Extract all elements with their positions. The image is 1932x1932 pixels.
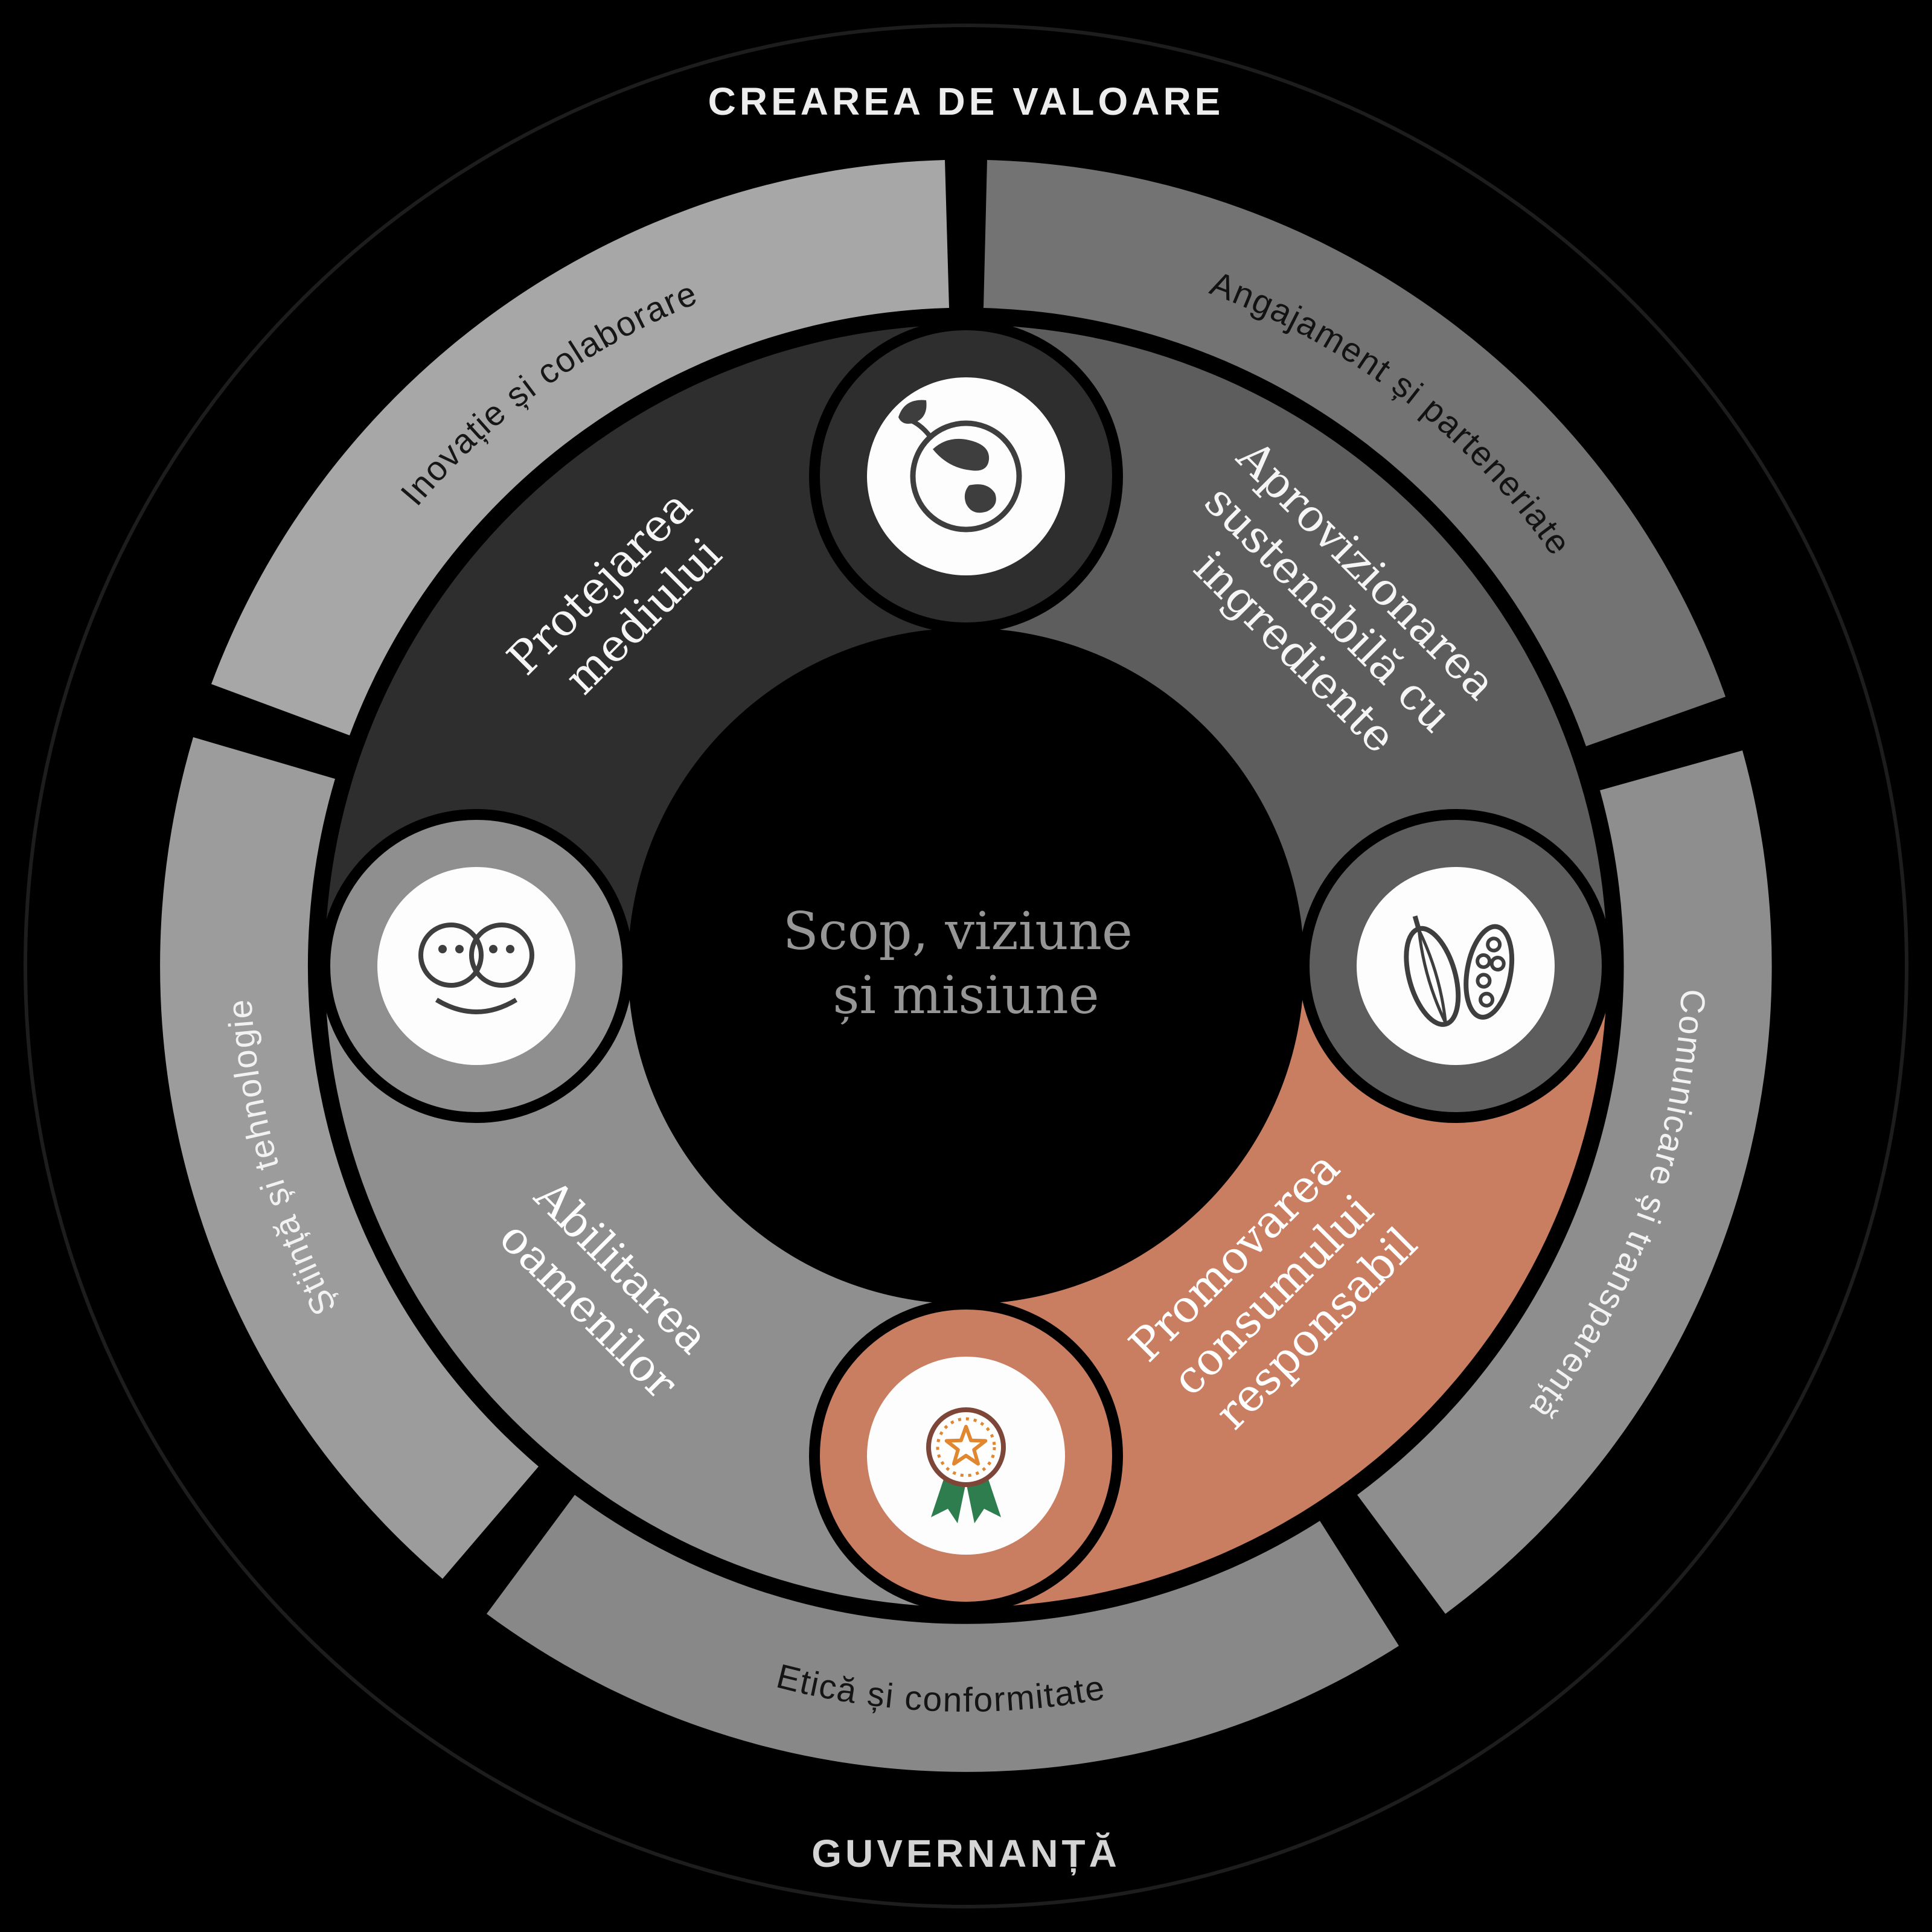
segment-abilitarea-oamenilor	[325, 966, 966, 1607]
segment-aprovizionarea-sustenabila	[966, 325, 1607, 966]
award-rosette-icon	[926, 1407, 1006, 1523]
outer-ring-bottom-title: GUVERNANȚĂ	[811, 1832, 1121, 1876]
segment-protejarea-mediului	[325, 325, 966, 966]
center-purpose-text: Scop, viziune și misiune	[783, 901, 1150, 1026]
earth-leaf-icon	[898, 400, 1022, 533]
segment-angajament-si-parteneriate	[984, 160, 1726, 746]
segment-stiinta-si-tehnologie	[160, 737, 539, 1579]
people-faces-icon	[418, 923, 534, 1014]
outer-boundary-ring	[24, 24, 1908, 1908]
segment-etica-si-conformitate	[487, 1495, 1399, 1772]
cocoa-icon-medallion	[1357, 867, 1555, 1065]
middle-ring	[160, 160, 1772, 1772]
segment-inovatie-si-colaborare	[211, 160, 949, 735]
cocoa-pod-icon	[1404, 915, 1514, 1027]
icon-medallions	[377, 377, 1555, 1555]
inner-ring	[319, 319, 1613, 1613]
segment-comunicare-si-transparenta	[1357, 750, 1772, 1614]
earth-icon-medallion	[867, 377, 1065, 575]
segment-promovarea-consumului	[966, 966, 1607, 1607]
people-icon-medallion	[377, 867, 575, 1065]
outer-ring-top-title: CREAREA DE VALOARE	[708, 80, 1224, 123]
